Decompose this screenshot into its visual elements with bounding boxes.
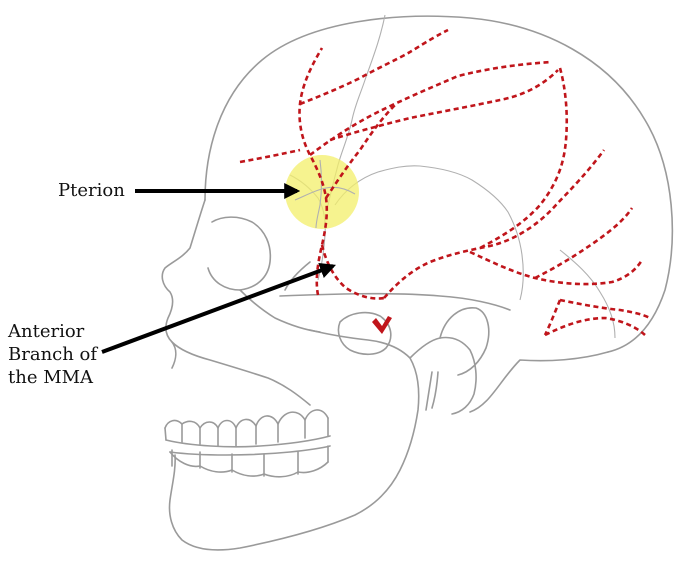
lambdoid-suture bbox=[559, 249, 616, 339]
condyle bbox=[439, 307, 490, 376]
mma-branch-occipital-lower bbox=[544, 316, 646, 337]
mma-branch-parietal bbox=[469, 250, 644, 286]
lower-teeth bbox=[169, 445, 331, 478]
mma-branch-occipital bbox=[559, 298, 651, 320]
mma-branch-occipital-fork bbox=[543, 299, 562, 336]
upper-teeth bbox=[164, 409, 331, 448]
mma-branch-frontal-tip bbox=[239, 148, 301, 164]
coronoid-process bbox=[337, 311, 392, 356]
orbit-outline bbox=[207, 216, 272, 291]
mma-branch-vertex bbox=[299, 28, 449, 106]
frontal-face-outline bbox=[161, 199, 206, 369]
mma-label-line-1: Anterior bbox=[8, 321, 85, 342]
occipital-outline bbox=[469, 351, 609, 413]
mma-arrow bbox=[101, 262, 336, 354]
mma-anterior-curve bbox=[320, 244, 385, 300]
mma-branch-frontal bbox=[324, 104, 396, 199]
maxilla-outline bbox=[171, 341, 311, 406]
zygomatic-arch-lower bbox=[284, 261, 311, 291]
mma-branches bbox=[239, 28, 651, 337]
mma-label-line-2: Branch of bbox=[8, 344, 98, 365]
anterior-branch-mma-label: Anterior Branch of the MMA bbox=[8, 320, 97, 389]
mandible-outline bbox=[168, 329, 420, 551]
foramen-spinosum-mark bbox=[372, 316, 392, 334]
cranium-outline bbox=[204, 15, 674, 353]
squamous-suture bbox=[334, 165, 524, 301]
pterion-suture-junction bbox=[294, 159, 356, 229]
styloid-process bbox=[425, 371, 439, 411]
mma-branch-parietal-lower bbox=[534, 207, 634, 280]
mma-label-line-3: the MMA bbox=[8, 367, 94, 388]
mma-branch-posterior-upper bbox=[479, 67, 569, 250]
mma-branch-upper bbox=[309, 60, 553, 157]
mma-posterior-trunk bbox=[383, 149, 606, 299]
pterion-label: Pterion bbox=[58, 180, 125, 201]
pterion-highlight-circle bbox=[285, 155, 359, 229]
mma-anterior-trunk bbox=[298, 47, 329, 296]
mma-branch-mid bbox=[329, 69, 559, 142]
mandible-ramus bbox=[409, 336, 477, 415]
zygomatic-arch bbox=[279, 292, 511, 311]
